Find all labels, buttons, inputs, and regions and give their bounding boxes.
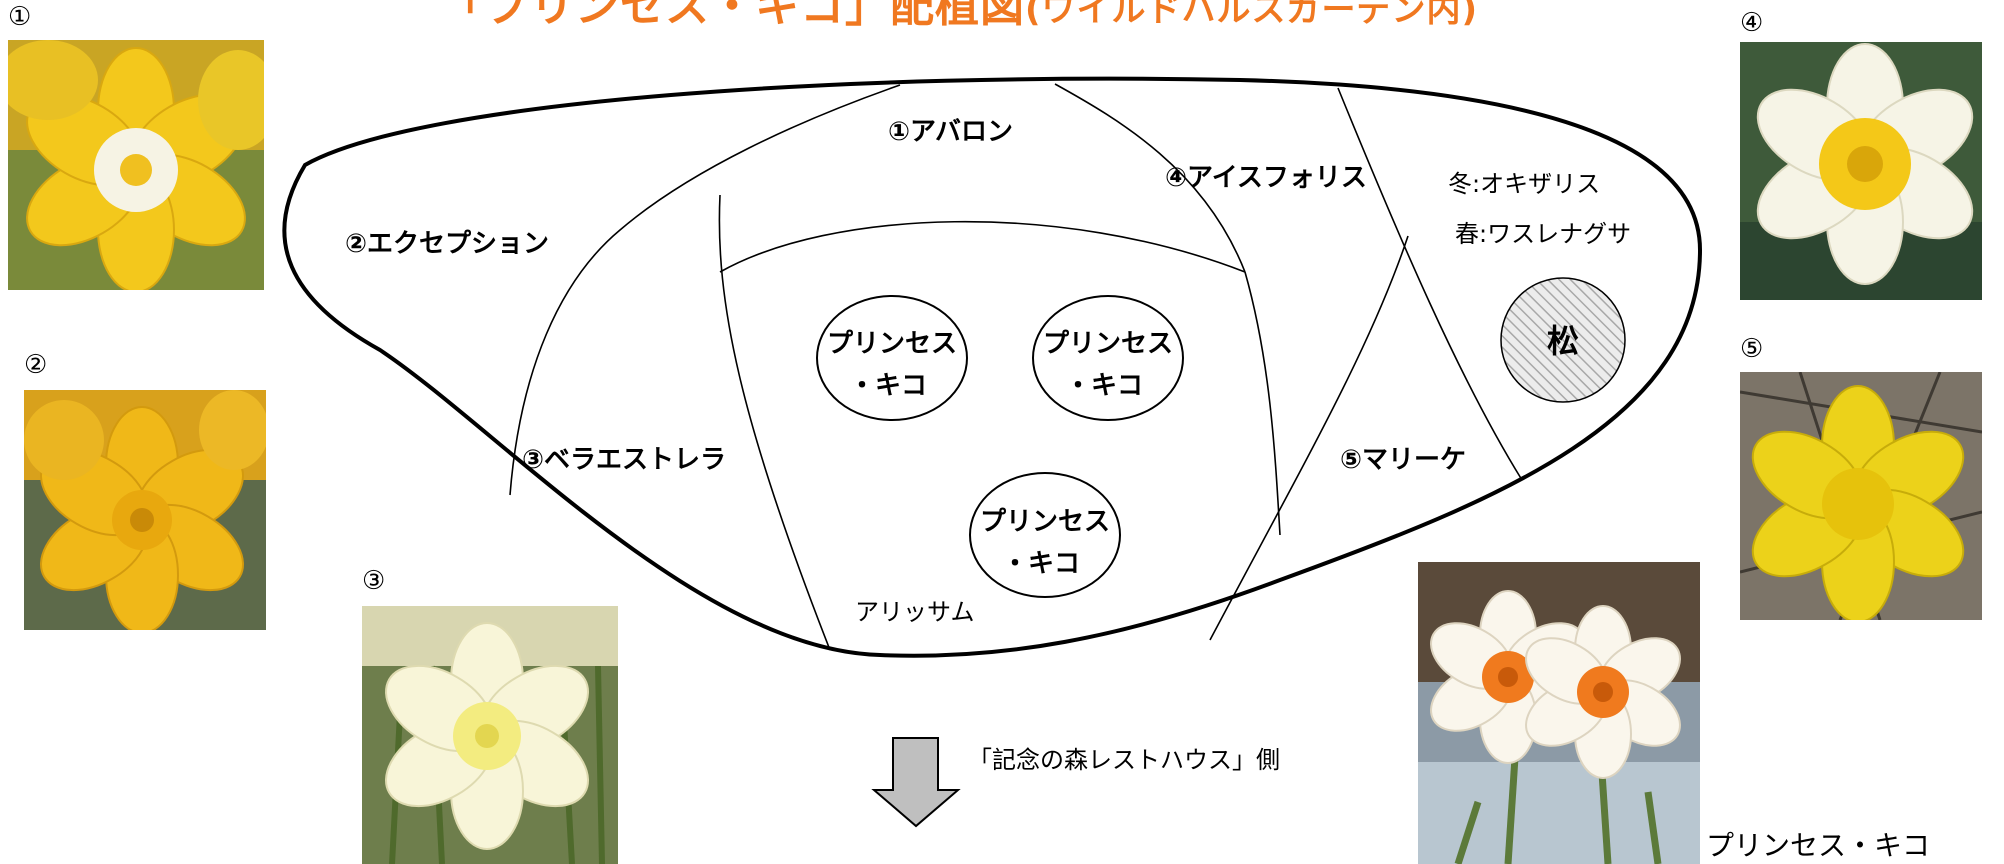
princess-kiko-label-line1: プリンセス xyxy=(827,329,957,359)
photo-exception xyxy=(24,390,266,630)
garden-outline xyxy=(282,76,1703,658)
photo-caption: プリンセス・キコ xyxy=(1706,829,1931,862)
photo-label-4: ④ xyxy=(1740,8,1764,38)
divider-bellaestrella-left xyxy=(718,194,831,651)
divider-avalon-ice xyxy=(1054,83,1246,273)
princess-kiko-label-line1: プリンセス xyxy=(1043,329,1173,359)
label-ice-follies: ④アイスフォリス xyxy=(1165,163,1367,193)
princess-kiko-circle-2: プリンセス ・キコ xyxy=(1032,295,1184,421)
photo-ice-follies xyxy=(1740,42,1982,300)
photo-bellaestrella xyxy=(362,606,618,864)
princess-kiko-circle-3: プリンセス ・キコ xyxy=(969,472,1121,598)
label-exception: ②エクセプション xyxy=(345,229,549,259)
divider-inner-top xyxy=(719,220,1246,273)
direction-label: 「記念の森レストハウス」側 xyxy=(968,746,1280,774)
label-marieke: ⑤マリーケ xyxy=(1340,445,1466,475)
pine-label: 松 xyxy=(1547,322,1579,360)
photo-avalon xyxy=(8,40,264,290)
photo-marieke xyxy=(1740,372,1982,620)
princess-kiko-label-line2: ・キコ xyxy=(1065,371,1143,401)
label-avalon: ①アバロン xyxy=(888,117,1013,147)
princess-kiko-label-line2: ・キコ xyxy=(1002,549,1080,579)
page-title: 「プリンセス・キコ」配植図(ワイルドハルスガーデン内) xyxy=(440,0,1640,32)
pine-tree-marker xyxy=(1500,277,1626,403)
title-main: 「プリンセス・キコ」配植図 xyxy=(440,0,1025,32)
divider-marieke-left xyxy=(1209,235,1409,641)
label-alyssum: アリッサム xyxy=(855,598,975,626)
princess-kiko-label-line1: プリンセス xyxy=(980,507,1110,537)
label-bellaestrella: ③ベラエストレラ xyxy=(522,445,726,475)
divider-ice-marieke xyxy=(1337,87,1523,481)
title-sub: (ワイルドハルスガーデン内) xyxy=(1025,0,1479,30)
photo-princess-kiko xyxy=(1418,562,1700,864)
princess-kiko-label-line2: ・キコ xyxy=(849,371,927,401)
divider-avalon-exception xyxy=(509,84,901,496)
note-winter: 冬:オキザリス xyxy=(1448,170,1600,198)
direction-arrow xyxy=(871,737,961,828)
photo-label-3: ③ xyxy=(362,566,386,596)
photo-label-1: ① xyxy=(8,2,32,32)
photo-label-5: ⑤ xyxy=(1740,334,1764,364)
photo-label-2: ② xyxy=(24,350,48,380)
note-spring: 春:ワスレナグサ xyxy=(1455,220,1631,248)
princess-kiko-circle-1: プリンセス ・キコ xyxy=(816,295,968,421)
divider-center-right xyxy=(1244,271,1281,536)
